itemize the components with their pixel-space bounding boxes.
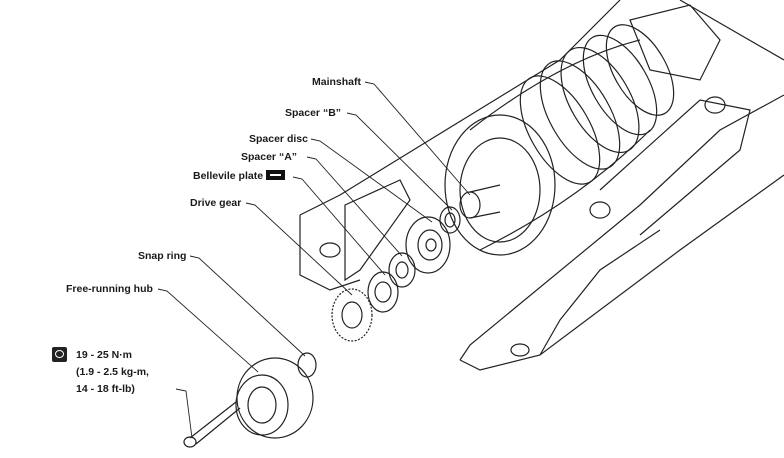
bolt-part bbox=[183, 401, 241, 448]
bellevile-plate-text: Bellevile plate bbox=[193, 170, 264, 182]
label-spacer-a: Spacer “A” bbox=[241, 151, 298, 163]
spacer-a-part bbox=[388, 252, 416, 288]
bracket bbox=[344, 179, 411, 282]
label-bellevile-plate: Bellevile plate bbox=[193, 170, 286, 182]
grease-icon bbox=[266, 170, 286, 180]
bellevile-plate-part bbox=[367, 271, 399, 313]
label-spacer-b: Spacer “B” bbox=[285, 107, 342, 119]
winch-drum bbox=[444, 4, 721, 256]
torque-wrench-icon bbox=[52, 347, 67, 362]
label-drive-gear: Drive gear bbox=[190, 197, 242, 209]
label-mainshaft: Mainshaft bbox=[312, 76, 362, 88]
drive-gear-part bbox=[331, 288, 373, 342]
label-snap-ring: Snap ring bbox=[138, 250, 187, 262]
label-spacer-disc: Spacer disc bbox=[249, 133, 308, 145]
spacer-b-part bbox=[439, 206, 461, 234]
torque-line1: 19 - 25 N·m bbox=[76, 349, 133, 361]
bracket-hole bbox=[319, 242, 341, 258]
torque-line2: (1.9 - 2.5 kg-m, bbox=[76, 366, 149, 378]
free-running-hub-part bbox=[235, 357, 314, 439]
label-free-running-hub: Free-running hub bbox=[66, 283, 153, 295]
torque-line3: 14 - 18 ft-lb) bbox=[76, 383, 135, 395]
mainshaft-part bbox=[459, 184, 501, 219]
winch-frame bbox=[299, 0, 784, 371]
spacer-disc-part bbox=[405, 216, 451, 274]
snap-ring-part bbox=[297, 352, 317, 378]
leader-lines bbox=[157, 81, 471, 439]
